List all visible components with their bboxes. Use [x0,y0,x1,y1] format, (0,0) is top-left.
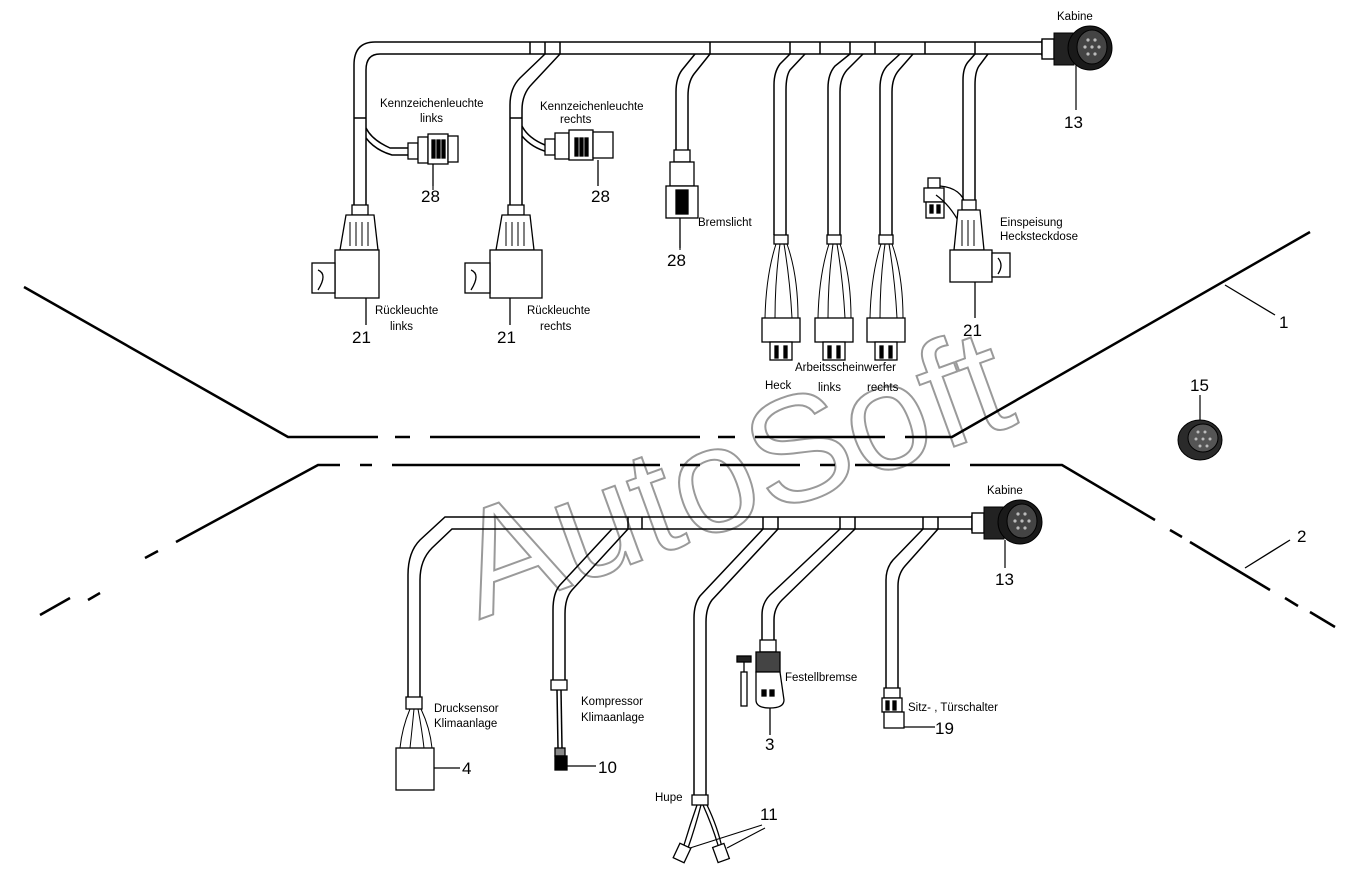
callout-15: 15 [1190,376,1209,395]
arbeitsscheinwerfer-heck-connector [761,234,801,361]
label-rueckleuchte-links-2: links [390,321,413,333]
label-drucksensor-1: Drucksensor [434,703,499,715]
callout-28-b: 28 [591,187,610,206]
watermark: AutoSoft [432,294,1032,651]
label-kompressor-1: Kompressor [581,696,643,708]
arbeitsscheinwerfer-rechts-connector [866,234,906,361]
label-einspeisung-2: Hecksteckdose [1000,231,1078,243]
callout-13-bottom: 13 [995,570,1014,589]
callout-1: 1 [1279,313,1288,332]
callout-28-c: 28 [667,251,686,270]
kennzeichen-links-connector [407,133,459,186]
callout-2: 2 [1297,527,1306,546]
label-rueckleuchte-rechts-1: Rückleuchte [527,305,590,317]
drucksensor-connector [395,696,460,791]
label-bremslicht: Bremslicht [698,217,752,229]
label-kabine-top: Kabine [1057,11,1093,23]
rueckleuchte-rechts [464,204,543,325]
label-hupe: Hupe [655,792,683,804]
label-rueckleuchte-links-1: Rückleuchte [375,305,438,317]
sitz-tuerschalter-connector [881,687,935,729]
label-links: links [818,382,841,394]
callout-21-a: 21 [352,328,371,347]
bremslicht-connector [665,149,699,248]
section-2-outline [39,463,1336,629]
label-festellbremse: Festellbremse [785,672,857,684]
label-heck: Heck [765,380,791,392]
label-rechts: rechts [867,382,899,394]
kompressor-connector [550,679,596,771]
connector-15 [1177,395,1223,461]
label-kennzeichen-links-2: links [420,113,443,125]
section-1-outline [23,230,1311,439]
rueckleuchte-links [311,204,380,325]
label-kabine-bottom: Kabine [987,485,1023,497]
upper-harness [353,40,1043,235]
callout-28-a: 28 [421,187,440,206]
hupe-connectors [672,794,766,864]
lower-harness [407,515,973,795]
arbeitsscheinwerfer-links-connector [814,234,854,361]
callout-13-top: 13 [1064,113,1083,132]
einspeisung-connector [923,177,1011,318]
label-kennzeichen-rechts-2: rechts [560,114,592,126]
callout-21-b: 21 [497,328,516,347]
kabine-connector-top [1041,25,1113,110]
label-sitz-tuerschalter: Sitz- , Türschalter [908,702,998,714]
callout-3: 3 [765,735,774,754]
label-arbeitsscheinwerfer: Arbeitsscheinwerfer [795,362,896,374]
callout-4: 4 [462,759,471,778]
leader-lines [432,186,681,250]
label-kennzeichen-rechts-1: Kennzeichenleuchte [540,101,644,113]
callout-10: 10 [598,758,617,777]
festellbremse-switch [736,639,785,735]
labels: Kabine 13 Kennzeichenleuchte links 28 Ke… [352,11,1306,824]
callout-11: 11 [760,805,778,824]
kennzeichen-rechts-connector [544,129,614,186]
label-einspeisung-1: Einspeisung [1000,217,1063,229]
kabine-connector-bottom [971,499,1043,568]
watermark-text: AutoSoft [433,295,1031,650]
label-drucksensor-2: Klimaanlage [434,718,497,730]
label-rueckleuchte-rechts-2: rechts [540,321,572,333]
label-kompressor-2: Klimaanlage [581,712,644,724]
callout-19: 19 [935,719,954,738]
callout-21-c: 21 [963,321,982,340]
label-kennzeichen-links-1: Kennzeichenleuchte [380,98,484,110]
